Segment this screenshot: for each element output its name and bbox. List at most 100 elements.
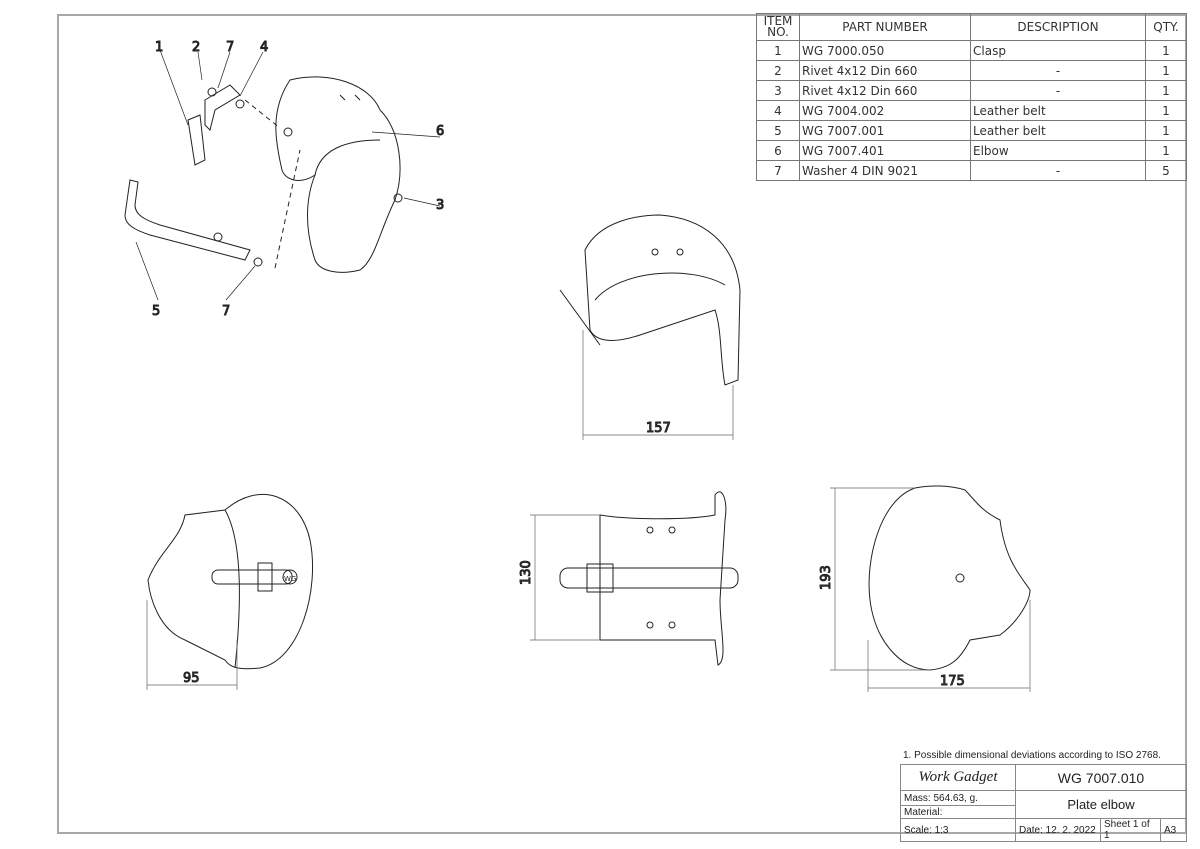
hole [646, 526, 654, 534]
strap [211, 569, 293, 585]
bom-cell-qty: 5 [1145, 160, 1187, 181]
company-name: Work Gadget [900, 764, 1016, 791]
bom-cell-qty: 1 [1145, 60, 1187, 81]
balloon-4: 4 [260, 40, 268, 55]
elbow-edge [314, 94, 381, 176]
bom-cell-qty: 1 [1145, 40, 1187, 61]
bom-cell-part: WG 7000.050 [799, 40, 971, 61]
dim-157: 157 [646, 421, 671, 436]
bom-cell-desc: Elbow [970, 140, 1146, 161]
hole [676, 248, 684, 256]
dim-line-130 [530, 514, 600, 641]
scale: Scale: 1:3 [900, 818, 1016, 842]
balloon-7b: 7 [222, 304, 230, 319]
exploded-view: 1 2 7 4 6 3 5 7 [124, 40, 445, 320]
bom-header: ITEM NO. PART NUMBER DESCRIPTION QTY. [756, 13, 1187, 41]
bom-cell-item: 3 [756, 80, 800, 101]
left-outline [147, 493, 314, 670]
bom-cell-item: 2 [756, 60, 800, 81]
header-qty: QTY. [1145, 13, 1187, 41]
date: Date: 12. 2. 2022 [1015, 818, 1101, 842]
dim-lines-right [830, 487, 1031, 692]
dim-175: 175 [940, 674, 965, 689]
header-desc: DESCRIPTION [970, 13, 1146, 41]
drawing-number: WG 7007.010 [1015, 764, 1187, 791]
bom-cell-qty: 1 [1145, 140, 1187, 161]
dim-95: 95 [183, 671, 200, 686]
bom-cell-desc: Leather belt [970, 120, 1146, 141]
bom-cell-item: 4 [756, 100, 800, 121]
hole [646, 621, 654, 629]
balloon-3: 3 [436, 198, 444, 213]
dim-line-95 [146, 600, 238, 690]
bom-cell-item: 5 [756, 120, 800, 141]
balloon-7: 7 [226, 40, 234, 55]
balloon-2: 2 [192, 40, 200, 55]
hole [668, 621, 676, 629]
washer [253, 257, 263, 267]
bom-cell-desc: - [970, 60, 1146, 81]
bom-cell-qty: 1 [1145, 120, 1187, 141]
belt-4 [204, 84, 241, 131]
bom-cell-part: Rivet 4x12 Din 660 [799, 60, 971, 81]
rivet [393, 193, 403, 203]
strap [559, 567, 739, 589]
left-view: WG 95 [146, 493, 314, 690]
bom-cell-desc: - [970, 160, 1146, 181]
balloon-1: 1 [155, 40, 163, 55]
bom-cell-part: WG 7004.002 [799, 100, 971, 121]
logo-mark [282, 569, 298, 585]
bom-cell-part: Rivet 4x12 Din 660 [799, 80, 971, 101]
bom-cell-qty: 1 [1145, 100, 1187, 121]
washer [235, 99, 245, 109]
washer [213, 232, 223, 242]
bom-cell-item: 1 [756, 40, 800, 61]
paper-size: A3 [1160, 818, 1187, 842]
hole [955, 573, 965, 583]
logo-text: WG [284, 575, 296, 583]
balloon-6: 6 [436, 124, 444, 139]
drawing-title: Plate elbow [1015, 790, 1187, 819]
bom-cell-qty: 1 [1145, 80, 1187, 101]
front-view: 157 [559, 214, 741, 440]
dim-line-157 [582, 330, 734, 440]
material: Material: [900, 805, 1016, 819]
right-view: 193 175 [819, 485, 1031, 692]
sheet: Sheet 1 of 1 [1100, 818, 1161, 842]
title-block: Work Gadget WG 7007.010 Mass: 564.63, g.… [900, 764, 1187, 842]
balloon-5: 5 [152, 304, 160, 319]
washer [283, 127, 293, 137]
bom-cell-desc: Leather belt [970, 100, 1146, 121]
dim-130: 130 [519, 560, 534, 585]
general-note: 1. Possible dimensional deviations accor… [903, 750, 1161, 761]
header-part: PART NUMBER [799, 13, 971, 41]
mass: Mass: 564.63, g. [900, 790, 1016, 806]
front-outline [584, 214, 741, 386]
clasp-1 [187, 114, 206, 166]
belt-5 [124, 179, 251, 261]
front-edges [559, 272, 726, 346]
dim-193: 193 [819, 565, 834, 590]
bom-cell-desc: Clasp [970, 40, 1146, 61]
header-item: ITEM NO. [756, 13, 800, 41]
bom-cell-part: WG 7007.001 [799, 120, 971, 141]
bom-cell-desc: - [970, 80, 1146, 101]
bom-cell-part: WG 7007.401 [799, 140, 971, 161]
washer [207, 87, 217, 97]
hole [651, 248, 659, 256]
hole [668, 526, 676, 534]
elbow-part [275, 76, 401, 273]
bom-cell-item: 7 [756, 160, 800, 181]
bom-cell-item: 6 [756, 140, 800, 161]
assembly-line [244, 99, 301, 269]
